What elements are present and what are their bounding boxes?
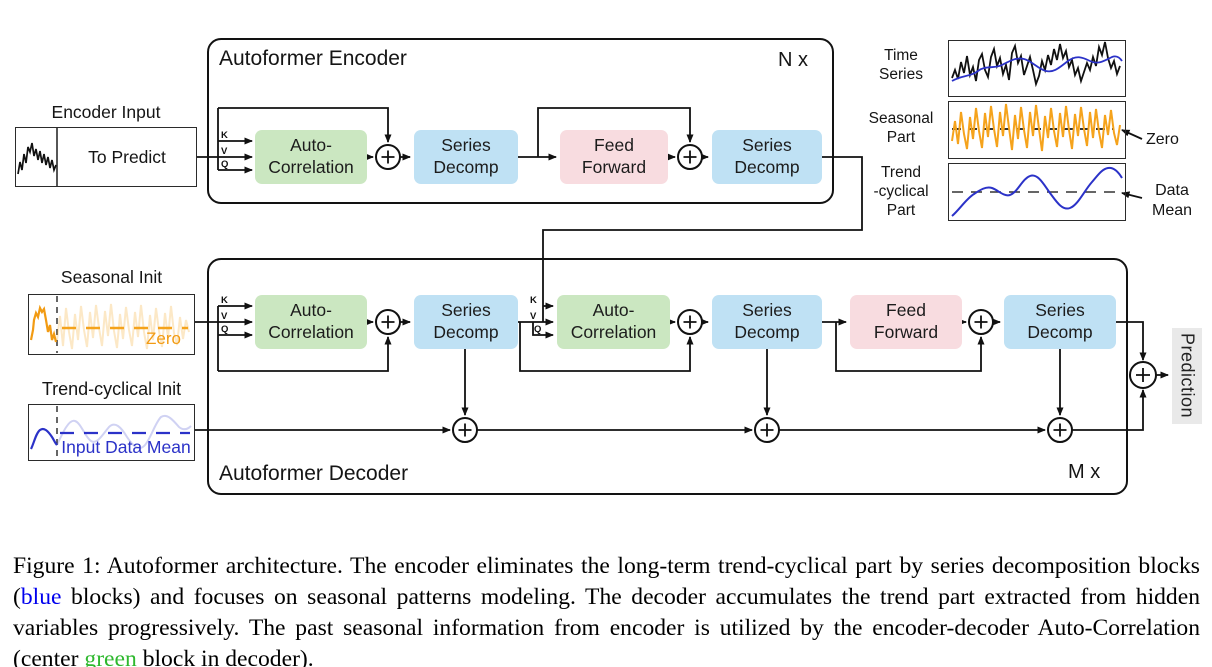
decoder-ac1-k-label: K [221, 295, 228, 306]
figure-caption: Figure 1: Autoformer architecture. The e… [13, 551, 1200, 667]
time-series-label: Time Series [860, 47, 942, 85]
block-label: Forward [873, 322, 939, 342]
block-label: Decomp [433, 322, 499, 342]
time-series-plot [948, 40, 1126, 97]
seasonal-init-waveform [29, 296, 190, 353]
label-line: -cyclical [873, 182, 929, 200]
block-label: Feed [886, 300, 926, 321]
trend-init-waveform [30, 406, 192, 458]
label-line: Mean [1151, 201, 1193, 219]
plus-node-icon [677, 144, 703, 170]
decoder-ac2-q-label: Q [534, 324, 542, 335]
plus-node-icon [375, 144, 401, 170]
encoder-input-label: Encoder Input [51, 102, 161, 122]
decoder-auto-correlation-1-block: Auto-Correlation [255, 295, 367, 349]
block-label: Auto- [290, 135, 332, 156]
block-label: Series [1035, 300, 1085, 321]
to-predict-text: To Predict [88, 146, 166, 167]
block-label: Auto- [290, 300, 332, 321]
plus-node-icon [452, 417, 478, 443]
plus-node-icon [1047, 417, 1073, 443]
encoder-title: Autoformer Encoder [219, 47, 407, 70]
block-label: Correlation [268, 322, 354, 342]
zero-annotation: Zero [1146, 131, 1179, 148]
diagram-connections [17, 41, 1169, 458]
prediction-output-label: Prediction [1172, 328, 1202, 424]
block-label: Correlation [268, 157, 354, 177]
trend-cyclical-part-label: Trend -cyclical Part [860, 164, 942, 221]
seasonal-part-plot [948, 101, 1126, 159]
plus-node-icon [1129, 361, 1157, 389]
trend-init-box [28, 404, 195, 461]
decoder-auto-correlation-2-block: Auto-Correlation [557, 295, 670, 349]
label-line: Series [879, 65, 923, 83]
decoder-ac1-q-label: Q [221, 324, 229, 335]
caption-text: blocks) and focuses on seasonal patterns… [13, 583, 1200, 667]
block-label: Series [742, 300, 792, 321]
plus-nodes [375, 144, 1157, 443]
block-label: Series [441, 135, 491, 156]
decoder-box [207, 258, 1128, 495]
encoder-repeat-label: N x [778, 49, 808, 71]
seasonal-init-zero-label: Zero [146, 329, 181, 348]
caption-green-word: green [84, 645, 137, 667]
seasonal-init-label: Seasonal Init [60, 267, 163, 287]
trend-init-label: Trend-cyclical Init [41, 379, 182, 399]
plus-node-icon [754, 417, 780, 443]
block-label: Decomp [734, 322, 800, 342]
decoder-title: Autoformer Decoder [219, 462, 409, 485]
decoder-ac2-v-label: V [530, 311, 537, 322]
encoder-v-label: V [221, 146, 228, 157]
block-label: Decomp [1027, 322, 1093, 342]
trend-plot-waveform [951, 166, 1123, 217]
trend-init-mean-label: Input Data Mean [61, 437, 191, 457]
decoder-ac1-v-label: V [221, 311, 228, 322]
label-line: Seasonal [868, 110, 934, 127]
caption-blue-word: blue [20, 583, 62, 610]
encoder-q-label: Q [221, 159, 229, 170]
encoder-input-waveform [17, 127, 58, 187]
label-line: Part [886, 128, 916, 146]
data-mean-annotation: Data Mean [1142, 181, 1202, 220]
label-line: Part [886, 201, 916, 219]
label-line: Trend [881, 164, 921, 181]
decoder-ac2-k-label: K [530, 295, 537, 306]
block-label: Auto- [592, 300, 635, 321]
block-label: Forward [581, 157, 647, 177]
plus-node-icon [375, 309, 401, 335]
encoder-input-text: To Predict [57, 127, 197, 187]
block-label: Decomp [734, 157, 800, 177]
encoder-k-label: K [221, 130, 228, 141]
encoder-auto-correlation-block: Auto-Correlation [255, 130, 367, 184]
block-label: Series [441, 300, 491, 321]
time-series-plot-waveform [951, 41, 1123, 88]
seasonal-plot-waveform [951, 103, 1121, 152]
block-label: Series [742, 135, 792, 156]
seasonal-part-label: Seasonal Part [860, 110, 942, 148]
encoder-box [207, 38, 834, 204]
block-label: Feed [594, 135, 634, 156]
plus-node-icon [968, 309, 994, 335]
encoder-input-box [15, 127, 197, 187]
label-line: Time [884, 47, 918, 64]
caption-text: Figure 1: Autoformer architecture. The e… [13, 552, 1200, 610]
seasonal-init-box [28, 294, 195, 355]
decoder-repeat-label: M x [1068, 461, 1101, 483]
label-line: Data [1155, 182, 1189, 199]
plus-node-icon [677, 309, 703, 335]
block-label: Correlation [570, 322, 657, 342]
block-label: Decomp [433, 157, 499, 177]
trend-cyclical-part-plot [948, 163, 1126, 221]
prediction-text: Prediction [1177, 333, 1198, 419]
caption-text: block in decoder). [136, 645, 314, 667]
